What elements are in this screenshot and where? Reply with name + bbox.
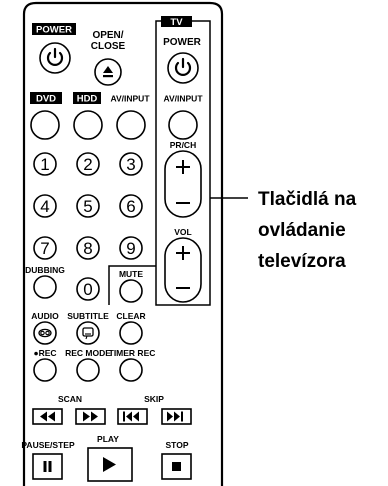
digit-9-label: 9 xyxy=(126,239,135,258)
power-icon xyxy=(46,47,64,66)
digit-8-button[interactable] xyxy=(76,236,100,260)
hdd-label-bg xyxy=(73,92,101,104)
mute-button[interactable] xyxy=(119,279,143,303)
audio-button[interactable] xyxy=(33,321,57,345)
digit-4-button[interactable] xyxy=(33,194,57,218)
skip-label: SKIP xyxy=(144,394,164,404)
pr-ch-rocker[interactable] xyxy=(164,150,202,218)
digit-7-button[interactable] xyxy=(33,236,57,260)
stop-icon xyxy=(172,462,181,471)
digit-0-button[interactable] xyxy=(76,277,100,301)
power-label: POWER xyxy=(36,25,72,36)
clear-button[interactable] xyxy=(119,321,143,345)
dubbing-label: DUBBING xyxy=(25,265,65,275)
eject-icon xyxy=(103,66,113,78)
digit-7-label: 7 xyxy=(40,239,49,258)
clear-label: CLEAR xyxy=(116,311,145,321)
dubbing-button[interactable] xyxy=(33,275,57,299)
pr-ch-label: PR/CH xyxy=(170,140,196,150)
digit-0-label: 0 xyxy=(83,280,92,299)
digit-5-label: 5 xyxy=(83,197,92,216)
rec-button[interactable] xyxy=(33,358,57,382)
skip-back-button[interactable] xyxy=(117,408,148,425)
digit-2-label: 2 xyxy=(83,155,92,174)
dvd-button[interactable] xyxy=(30,110,60,140)
audio-icon xyxy=(38,328,52,338)
skip-forward-icon xyxy=(167,411,183,422)
digit-9-button[interactable] xyxy=(119,236,143,260)
timer-rec-button[interactable] xyxy=(119,358,143,382)
av-input-button[interactable] xyxy=(116,110,146,140)
digit-3-button[interactable] xyxy=(119,152,143,176)
digit-1-label: 1 xyxy=(40,155,49,174)
open-close-label-line2: CLOSE xyxy=(91,41,126,52)
digit-3-label: 3 xyxy=(126,155,135,174)
play-label: PLAY xyxy=(97,434,119,444)
vol-label: VOL xyxy=(174,227,191,237)
callout-line-3: televízora xyxy=(258,251,346,272)
stop-label: STOP xyxy=(166,440,189,450)
subtitle-button[interactable] xyxy=(76,321,100,345)
scan-rewind-button[interactable] xyxy=(32,408,63,425)
dvd-label-bg xyxy=(30,92,62,104)
play-button[interactable] xyxy=(87,447,133,482)
open-close-label-line1: OPEN/ xyxy=(92,30,123,41)
callout-line-1: Tlačidlá na xyxy=(258,189,357,210)
scan-label: SCAN xyxy=(58,394,82,404)
audio-label: AUDIO xyxy=(31,311,59,321)
digit-2-button[interactable] xyxy=(76,152,100,176)
digit-4-label: 4 xyxy=(40,197,49,216)
power-label-bg xyxy=(32,23,76,35)
rewind-icon xyxy=(40,411,55,422)
av-input-label: AV/INPUT xyxy=(110,94,150,104)
pause-step-button[interactable] xyxy=(32,453,63,480)
rec-label: ●REC xyxy=(33,348,56,358)
callout-line-2: ovládanie xyxy=(258,220,346,241)
digit-5-button[interactable] xyxy=(76,194,100,218)
digit-6-label: 6 xyxy=(126,197,135,216)
rec-mode-button[interactable] xyxy=(76,358,100,382)
subtitle-icon xyxy=(82,327,94,340)
tv-power-label: POWER xyxy=(163,37,202,48)
tv-box-label: TV xyxy=(170,17,183,28)
mute-label: MUTE xyxy=(119,269,143,279)
tv-av-input-button[interactable] xyxy=(168,110,198,140)
digit-6-button[interactable] xyxy=(119,194,143,218)
tv-power-icon xyxy=(174,57,192,76)
vol-rocker[interactable] xyxy=(164,237,202,303)
hdd-button[interactable] xyxy=(73,110,103,140)
pause-icon xyxy=(43,461,52,472)
subtitle-label: SUBTITLE xyxy=(67,311,109,321)
rec-mode-label: REC MODE xyxy=(65,348,111,358)
tv-box-label-bg xyxy=(161,16,192,27)
timer-rec-label: TIMER REC xyxy=(109,348,156,358)
tv-av-input-label: AV/INPUT xyxy=(163,94,203,104)
digit-1-button[interactable] xyxy=(33,152,57,176)
hdd-label: HDD xyxy=(77,94,98,105)
mute-frame-line xyxy=(108,265,156,305)
play-icon xyxy=(103,457,116,472)
pause-step-label: PAUSE/STEP xyxy=(21,440,75,450)
fast-forward-icon xyxy=(83,411,98,422)
dvd-label: DVD xyxy=(36,94,56,105)
skip-back-icon xyxy=(123,411,139,422)
digit-8-label: 8 xyxy=(83,239,92,258)
scan-forward-button[interactable] xyxy=(75,408,106,425)
